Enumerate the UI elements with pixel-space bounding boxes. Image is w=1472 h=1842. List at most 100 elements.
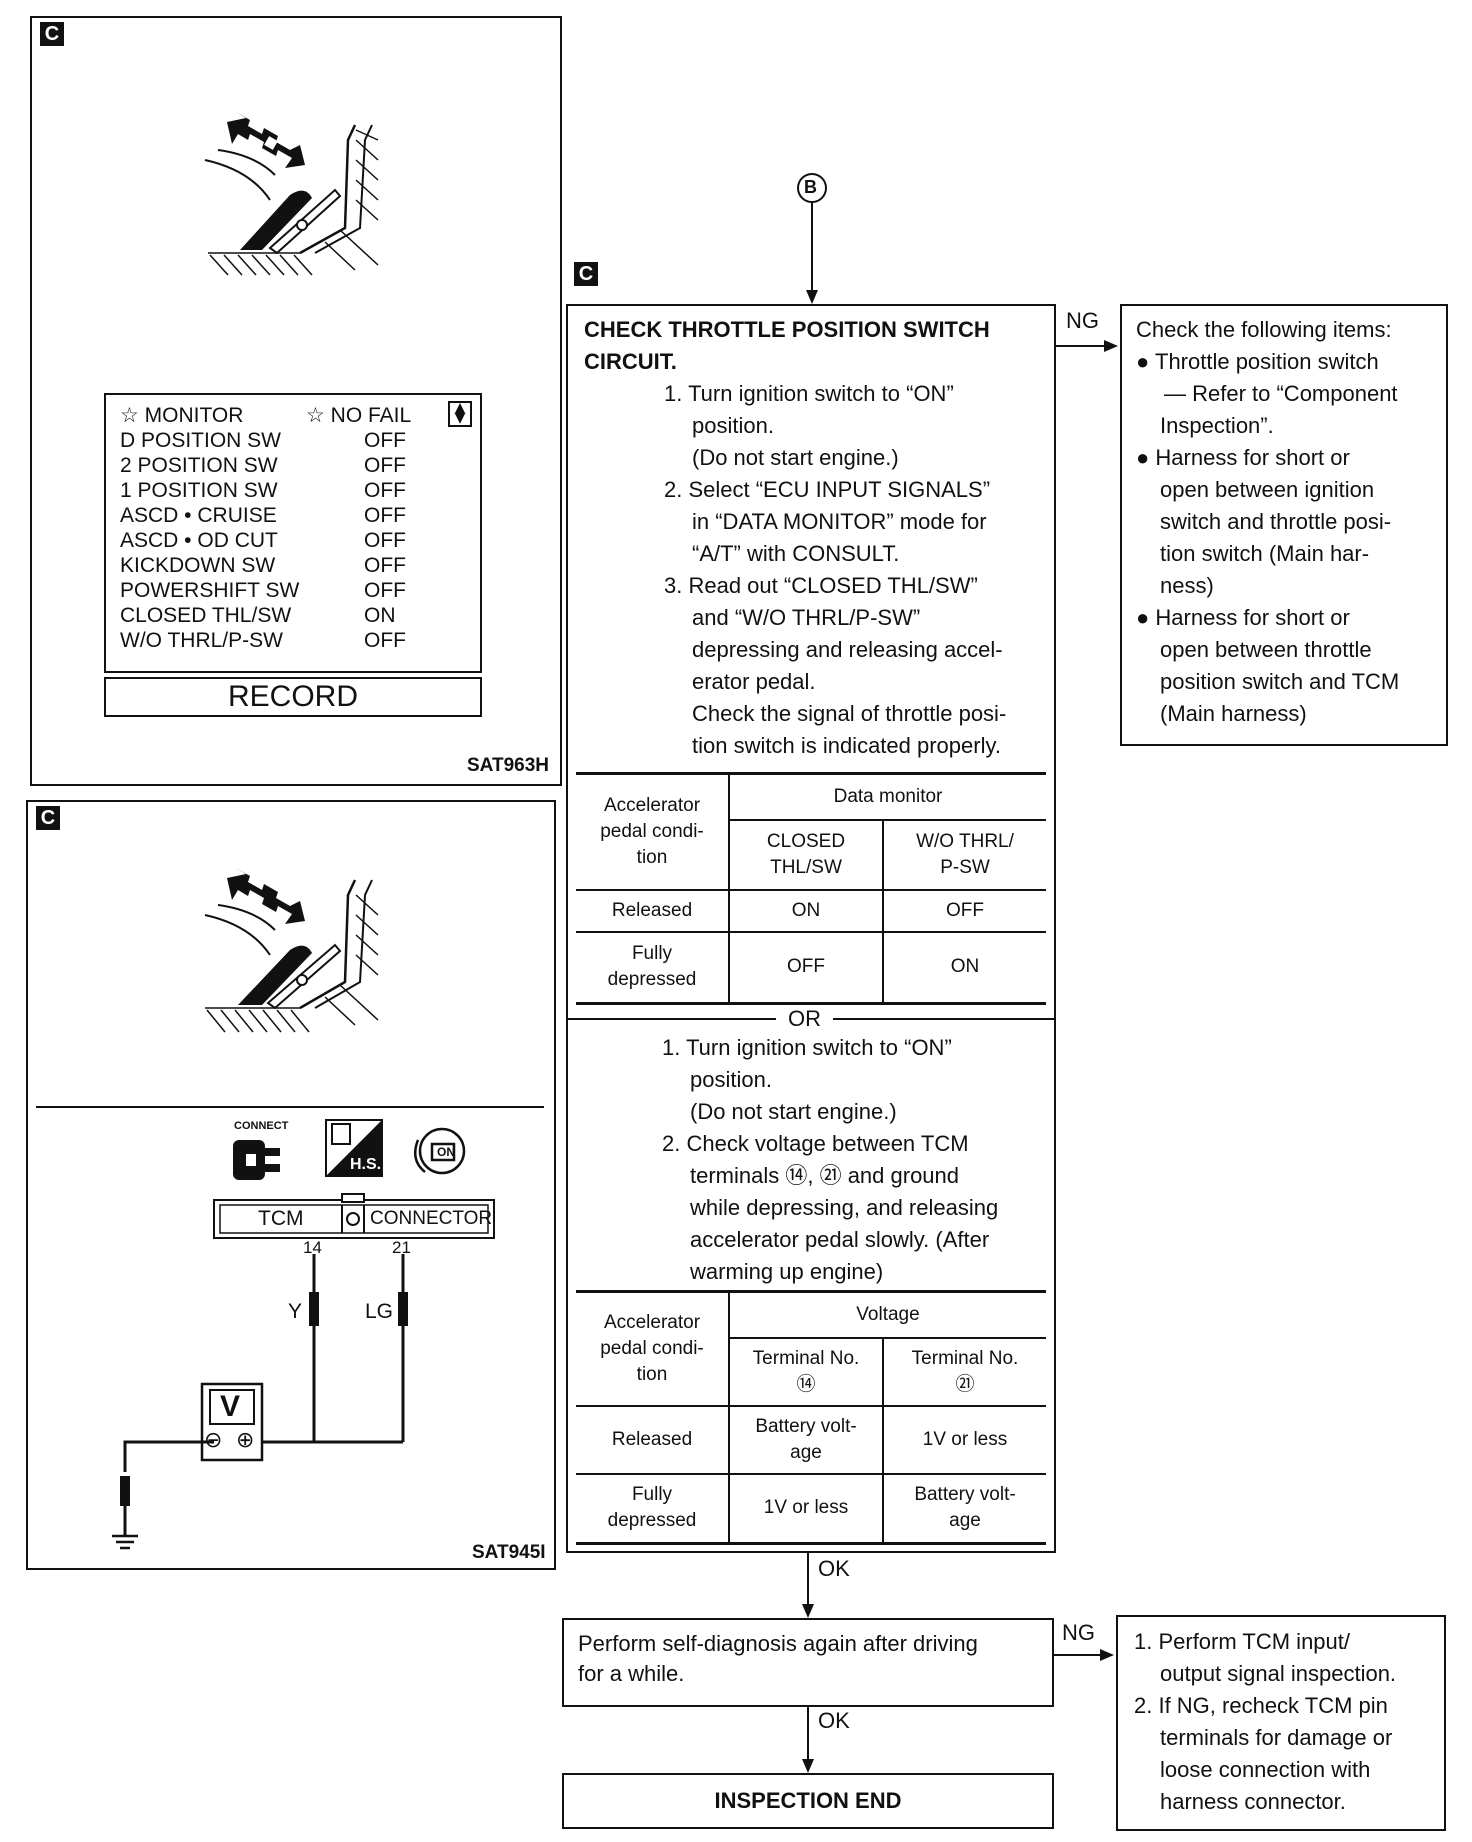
ng-label: NG <box>1062 1620 1095 1645</box>
monitor-item-value: OFF <box>364 554 406 577</box>
section-badge: C <box>574 262 598 286</box>
on-label: ON <box>437 1145 455 1159</box>
cell-text: pedal condi- <box>600 1337 704 1359</box>
cell-text: W/O THRL/ <box>916 830 1014 852</box>
monitor-item-value: OFF <box>364 429 406 452</box>
monitor-item-value: OFF <box>364 504 406 527</box>
ng-item-line: ness) <box>1160 573 1214 598</box>
scroll-arrows-icon[interactable]: ▲▼ <box>448 401 472 427</box>
wire-lg-label: LG <box>365 1300 394 1323</box>
monitor-item-name: W/O THRL/P-SW <box>120 629 283 652</box>
step-line: (Do not start engine.) <box>690 1099 897 1124</box>
pin-14-label: 14 <box>303 1238 322 1257</box>
table-cell: ON <box>882 930 1046 1005</box>
section-badge: C <box>40 22 64 46</box>
record-button[interactable]: RECORD <box>104 677 482 717</box>
ng-item-line: tion switch (Main har- <box>1160 541 1370 566</box>
table-cell: Battery volt-age <box>728 1404 884 1475</box>
step-line: “A/T” with CONSULT. <box>692 541 900 566</box>
ng-item-line: harness connector. <box>1160 1789 1346 1814</box>
figure-id: SAT963H <box>467 755 550 776</box>
minus-terminal-icon: ⊖ <box>204 1428 223 1453</box>
monitor-item-value: OFF <box>364 479 406 502</box>
cell-text: P-SW <box>940 856 990 878</box>
connector-b-label: B <box>804 177 817 197</box>
table-header-col1: Terminal No.⑭ <box>728 1336 884 1407</box>
cell-text: 1V or less <box>763 1497 849 1519</box>
monitor-item-name: ASCD • CRUISE <box>120 504 277 527</box>
ng-tcm-inspection-box <box>1116 1615 1446 1831</box>
step-line: Check the signal of throttle posi- <box>692 701 1007 726</box>
hs-icon <box>325 1119 383 1177</box>
cell-text: pedal condi- <box>600 820 704 842</box>
ok-label: OK <box>818 1708 850 1733</box>
cell-text: 1V or less <box>922 1428 1008 1450</box>
table-cell: ON <box>728 888 884 933</box>
pin-21-label: 21 <box>392 1238 411 1257</box>
figure-id: SAT945I <box>472 1542 546 1563</box>
ng-item-line: loose connection with <box>1160 1757 1371 1782</box>
ng-item-line: switch and throttle posi- <box>1160 509 1392 534</box>
cell-text: age <box>949 1510 981 1532</box>
inspection-end-label: INSPECTION END <box>714 1788 902 1813</box>
table-cell: OFF <box>728 930 884 1005</box>
cell-text: THL/SW <box>770 856 842 878</box>
connect-icon <box>233 1140 280 1180</box>
ng-item-line: — Refer to “Component <box>1164 381 1398 406</box>
monitor-item-name: ASCD • OD CUT <box>120 529 278 552</box>
monitor-item-name: KICKDOWN SW <box>120 554 276 577</box>
monitor-item-name: D POSITION SW <box>120 429 282 452</box>
ng-item-line: Check the following items: <box>1136 317 1392 342</box>
ignition-on-icon <box>413 1127 466 1175</box>
monitor-header-left: ☆ MONITOR <box>120 404 244 427</box>
ok-label: OK <box>818 1556 850 1581</box>
ng-item-line: ● Harness for short or <box>1136 445 1350 470</box>
monitor-item-value: OFF <box>364 454 406 477</box>
check-title-line1: CHECK THROTTLE POSITION SWITCH <box>584 317 990 342</box>
step-line: 3. Read out “CLOSED THL/SW” <box>664 573 978 598</box>
table-header-group: Data monitor <box>728 772 1046 821</box>
cell-text: Fully <box>631 1484 673 1506</box>
step-line: while depressing, and releasing <box>690 1195 999 1220</box>
ng-item-line: open between ignition <box>1160 477 1375 502</box>
step-line: position. <box>692 413 774 438</box>
step-line: position. <box>690 1067 772 1092</box>
self-diagnosis-box <box>562 1618 1054 1707</box>
ng-item-line: position switch and TCM <box>1160 669 1400 694</box>
ng-item-line: output signal inspection. <box>1160 1661 1397 1686</box>
section-badge: C <box>36 806 60 830</box>
ng-item-line: terminals for damage or <box>1160 1725 1393 1750</box>
cell-text: Fully <box>631 943 673 965</box>
cell-text: age <box>790 1441 822 1463</box>
cell-text: Terminal No. <box>911 1347 1019 1369</box>
table-header-col2: Terminal No.㉑ <box>882 1336 1046 1407</box>
step-line: 1. Turn ignition switch to “ON” <box>662 1035 952 1060</box>
hs-label: H.S. <box>350 1156 382 1173</box>
cell-text: Accelerator <box>603 794 701 816</box>
figure-consult-monitor <box>30 16 562 786</box>
ng-item-line: Inspection”. <box>1160 413 1274 438</box>
inspection-end-box <box>562 1773 1054 1829</box>
table-cell: Released <box>576 1404 730 1475</box>
cell-text: tion <box>636 1363 668 1385</box>
monitor-item-name: CLOSED THL/SW <box>120 604 292 627</box>
table-cell: 1V or less <box>882 1404 1046 1475</box>
cell-text: Battery volt- <box>914 1484 1016 1506</box>
step-line: warming up engine) <box>690 1259 884 1284</box>
ng-item-line: open between throttle <box>1160 637 1372 662</box>
ng-item-line: (Main harness) <box>1160 701 1307 726</box>
step-line: 2. Select “ECU INPUT SIGNALS” <box>664 477 991 502</box>
ng-item-line: ● Harness for short or <box>1136 605 1350 630</box>
table-header-col2: W/O THRL/P-SW <box>882 818 1046 891</box>
